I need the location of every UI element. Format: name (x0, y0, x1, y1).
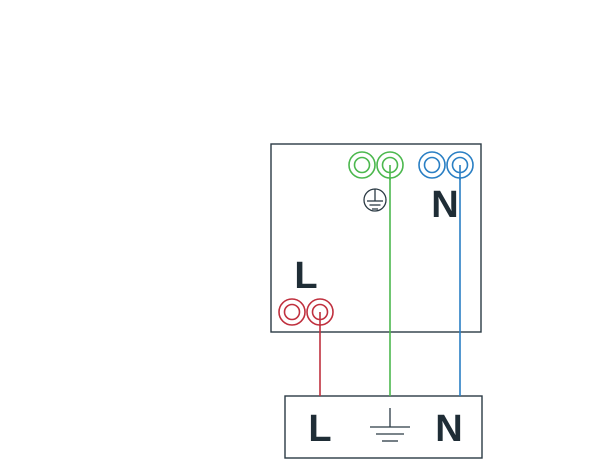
supply-enclosure (284, 395, 483, 459)
device-enclosure (270, 143, 482, 333)
earth-terminal-screw-left-inner-icon (353, 156, 371, 174)
neutral-terminal-screw-left-inner-icon (423, 156, 441, 174)
ground-icon (370, 408, 410, 442)
live-terminal-screw-left-inner-icon (283, 303, 301, 321)
device-live-label: L (294, 255, 317, 297)
earth-terminal (348, 151, 404, 179)
supply-live-label: L (308, 408, 331, 450)
supply-neutral-label: N (435, 408, 462, 450)
device-neutral-label: N (431, 184, 458, 226)
protective-earth-icon (363, 188, 387, 212)
live-terminal (278, 298, 334, 326)
neutral-terminal (418, 151, 474, 179)
